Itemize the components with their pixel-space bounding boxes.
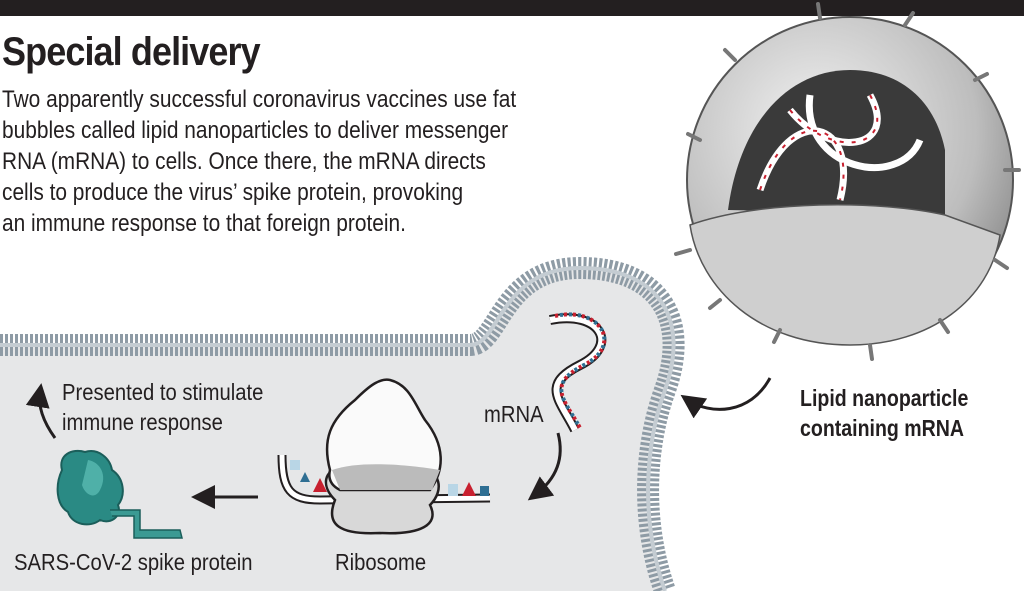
label-spike-protein: SARS-CoV-2 spike protein bbox=[14, 549, 253, 575]
intro-line: Two apparently successful coronavirus va… bbox=[2, 86, 517, 113]
intro-line: cells to produce the virus’ spike protei… bbox=[2, 179, 464, 206]
arrow-to-surface bbox=[25, 383, 57, 439]
intro-line: RNA (mRNA) to cells. Once there, the mRN… bbox=[2, 148, 486, 175]
label-nanoparticle-line2: containing mRNA bbox=[800, 415, 965, 441]
intro-line: an immune response to that foreign prote… bbox=[2, 210, 406, 237]
label-presented-line1: Presented to stimulate bbox=[62, 379, 264, 405]
intro-line: bubbles called lipid nanoparticles to de… bbox=[2, 117, 509, 144]
lipid-nanoparticle bbox=[674, 2, 1021, 361]
intro-text: Two apparently successful coronavirus va… bbox=[2, 84, 611, 239]
page-title: Special delivery bbox=[2, 30, 261, 74]
label-nanoparticle-line1: Lipid nanoparticle bbox=[800, 385, 969, 411]
arrow-to-cell bbox=[680, 377, 772, 419]
spike-protein bbox=[56, 450, 183, 539]
ribosome bbox=[277, 378, 491, 535]
top-rule bbox=[0, 0, 1024, 16]
arrow-to-ribosome bbox=[527, 432, 562, 501]
label-ribosome: Ribosome bbox=[335, 549, 427, 575]
label-mrna: mRNA bbox=[484, 401, 544, 427]
mrna-strand bbox=[549, 312, 607, 433]
label-presented-line2: immune response bbox=[62, 409, 223, 435]
